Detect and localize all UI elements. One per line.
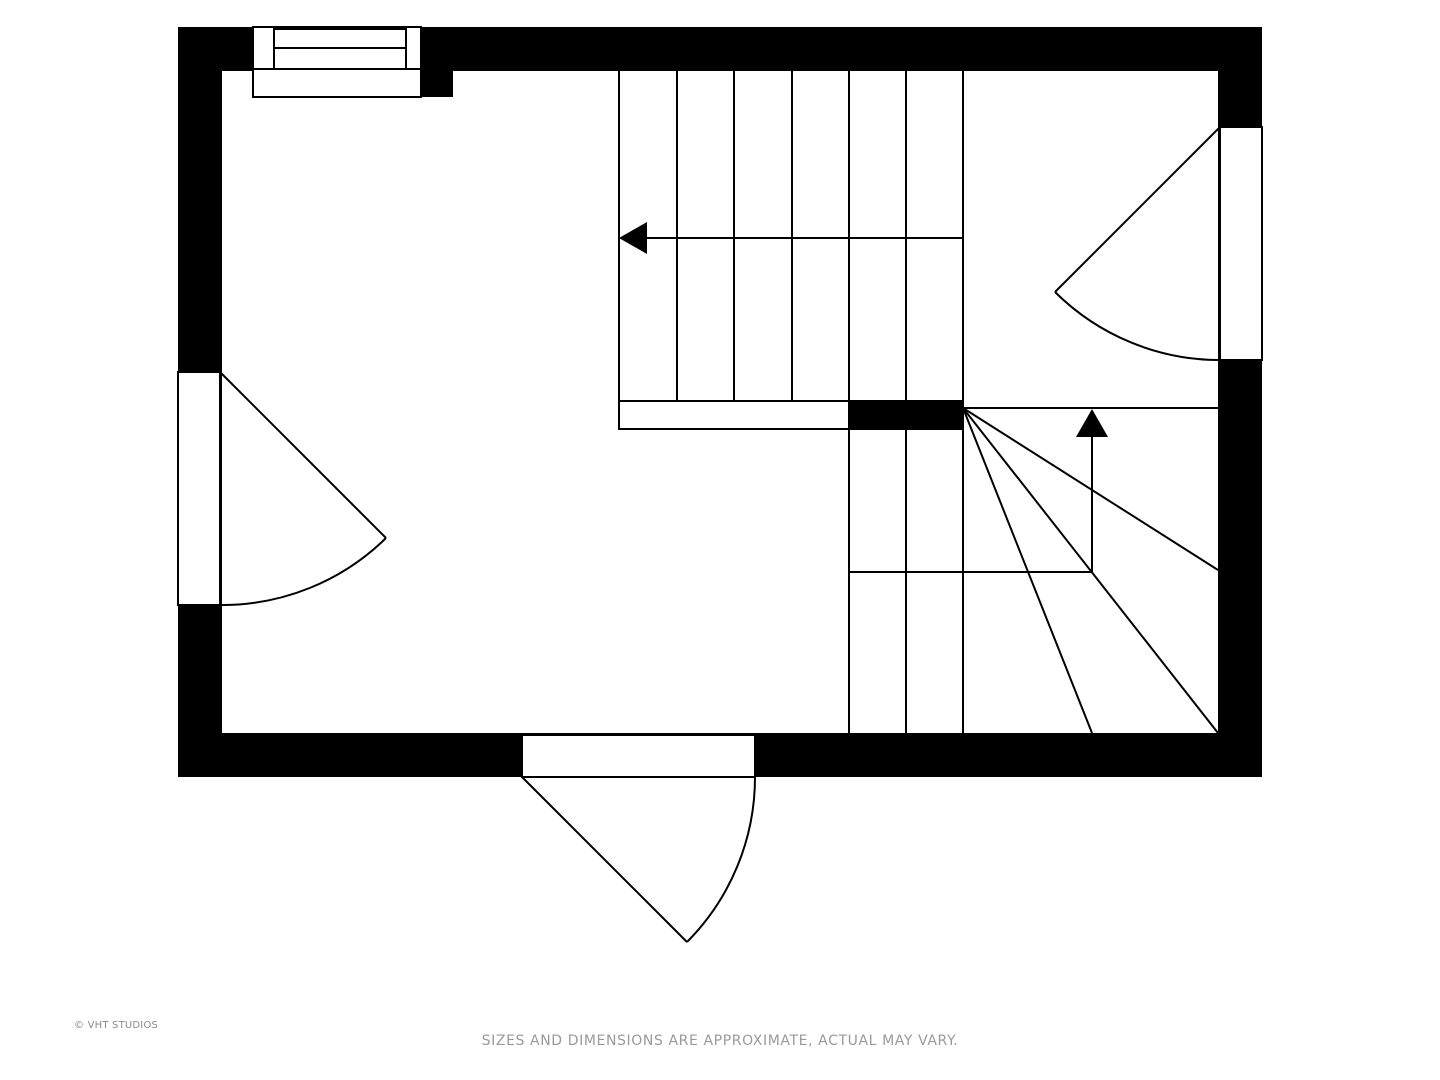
door-bottom-opening xyxy=(521,734,756,778)
arrow-left xyxy=(619,222,963,254)
arrow-up xyxy=(1076,409,1108,572)
door-bottom-leaf xyxy=(521,776,688,943)
door-right-swing-arc xyxy=(1054,291,1221,361)
copyright-text: © VHT STUDIOS xyxy=(74,1020,159,1031)
straight-flight xyxy=(618,71,964,430)
door-left-swing-arc xyxy=(219,537,387,607)
door-right-opening xyxy=(1219,126,1263,361)
disclaimer-text: SIZES AND DIMENSIONS ARE APPROXIMATE, AC… xyxy=(481,1033,959,1049)
door-left xyxy=(177,371,387,607)
door-left-leaf xyxy=(219,371,387,539)
door-right xyxy=(1054,126,1263,361)
wall-stub xyxy=(420,68,453,97)
door-bottom xyxy=(521,734,756,943)
door-right-leaf xyxy=(1054,126,1221,293)
door-bottom-swing-arc xyxy=(686,776,756,943)
door-left-opening xyxy=(177,371,221,606)
window xyxy=(252,26,422,98)
winder-flight xyxy=(848,407,1219,734)
